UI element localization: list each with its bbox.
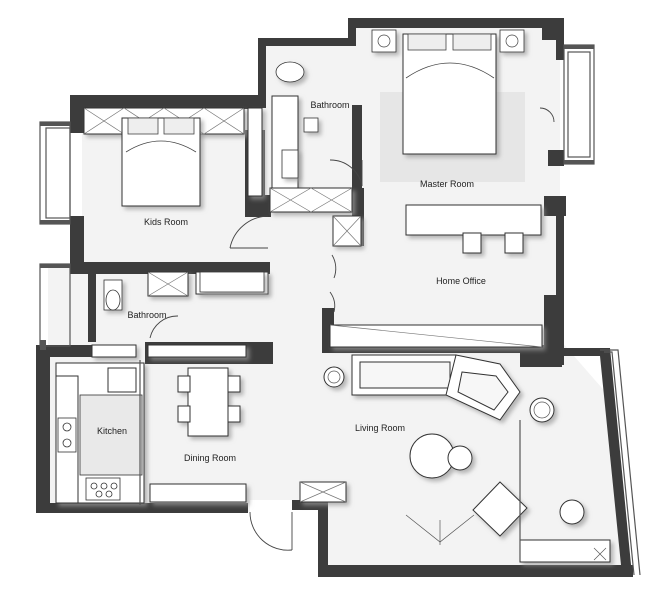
home-office-label: Home Office bbox=[436, 276, 486, 286]
partition-lines bbox=[139, 360, 521, 560]
kitchen-label: Kitchen bbox=[97, 426, 127, 436]
kids-room-label: Kids Room bbox=[144, 217, 188, 227]
windows bbox=[39, 44, 641, 576]
living-furniture bbox=[323, 366, 585, 537]
office-furniture bbox=[462, 232, 524, 254]
dining-set bbox=[177, 367, 241, 437]
doors bbox=[149, 107, 555, 551]
room-labels: Kids Room Master Room Bathroom Bathroom … bbox=[97, 100, 486, 463]
dining-room-label: Dining Room bbox=[184, 453, 236, 463]
living-room-label: Living Room bbox=[355, 423, 405, 433]
bathroom-fixtures bbox=[103, 61, 319, 311]
bathroom-left-label: Bathroom bbox=[127, 310, 166, 320]
bathroom-top-label: Bathroom bbox=[310, 100, 349, 110]
kids-bed bbox=[121, 117, 201, 207]
master-room-label: Master Room bbox=[420, 179, 474, 189]
master-bed bbox=[371, 29, 525, 155]
sofa bbox=[351, 354, 521, 421]
walls bbox=[36, 18, 633, 577]
kitchen-fixtures bbox=[57, 394, 143, 501]
living-furniture-detail bbox=[327, 370, 607, 561]
